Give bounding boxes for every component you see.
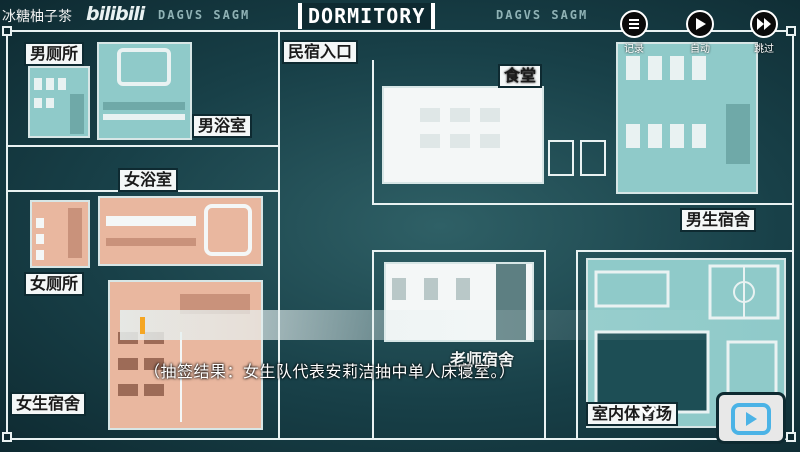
map-border <box>6 30 794 440</box>
vending-machine <box>548 140 574 176</box>
gym-courts <box>594 264 780 414</box>
fast-forward-icon <box>750 10 778 38</box>
label-female-bath: 女浴室 <box>118 168 179 192</box>
toilet-fixtures <box>34 78 84 134</box>
dorm-beds <box>626 56 750 164</box>
male-bath-room <box>97 42 192 140</box>
dialog-box[interactable]: （抽签结果：女生队代表安莉洁抽中单人床寝室。） <box>120 310 780 390</box>
dialog-text: （抽签结果：女生队代表安莉洁抽中单人床寝室。） <box>144 362 516 381</box>
log-label: 记录 <box>624 44 644 55</box>
toilet-fixtures <box>36 208 82 260</box>
auto-label: 自动 <box>690 44 710 55</box>
skip-button[interactable]: 跳过 <box>744 10 784 62</box>
male-dorm-room <box>616 42 758 194</box>
uploader-name: 冰糖柚子茶 <box>2 9 72 25</box>
cafeteria-tables <box>420 108 500 148</box>
bath-fixtures <box>106 204 252 256</box>
label-gym: 室内体育场 <box>586 402 679 426</box>
label-teacher-dorm: 老师宿舍 <box>450 350 515 369</box>
tv-logo-icon <box>716 392 786 444</box>
label-female-dorm: 女生宿舍 <box>10 392 87 416</box>
bilibili-logo: bilibili <box>86 3 145 25</box>
label-entrance: 民宿入口 <box>282 40 359 64</box>
label-male-bath: 男浴室 <box>192 114 253 138</box>
vending-machine <box>580 140 606 176</box>
wall <box>372 60 374 205</box>
skip-label: 跳过 <box>754 44 774 55</box>
header-bar: 冰糖柚子茶 bilibili DAGVS SAGM DORMITORY DAGV… <box>0 0 800 30</box>
wall <box>372 250 374 440</box>
female-toilet-room <box>30 200 90 268</box>
auto-button[interactable]: 自动 <box>680 10 720 62</box>
wall <box>372 250 544 252</box>
corner-ornament <box>2 432 12 442</box>
female-bath-room <box>98 196 263 266</box>
wall <box>576 250 794 252</box>
play-icon <box>686 10 714 38</box>
corner-ornament <box>786 26 796 36</box>
label-female-toilet: 女厕所 <box>24 272 85 296</box>
log-button[interactable]: 记录 <box>614 10 654 62</box>
label-male-dorm: 男生宿舍 <box>680 208 757 232</box>
corner-ornament <box>2 26 12 36</box>
dialog-cursor <box>140 317 145 334</box>
wall <box>544 250 546 440</box>
deco-text-right: DAGVS SAGM <box>496 8 589 22</box>
page-title: DORMITORY <box>298 3 436 29</box>
chevron-down-icon[interactable] <box>636 400 658 422</box>
cafeteria-room <box>382 86 544 184</box>
list-icon <box>620 10 648 38</box>
deco-text-left: DAGVS SAGM <box>158 8 251 22</box>
label-cafeteria: 食堂 <box>498 64 543 88</box>
male-toilet-room <box>28 66 90 138</box>
wall <box>278 30 280 440</box>
bath-fixtures <box>103 48 185 120</box>
corner-ornament <box>786 432 796 442</box>
wall <box>576 250 578 440</box>
label-male-toilet: 男厕所 <box>24 42 85 66</box>
wall <box>372 203 794 205</box>
dialog-band <box>120 310 780 340</box>
wall <box>6 145 278 147</box>
